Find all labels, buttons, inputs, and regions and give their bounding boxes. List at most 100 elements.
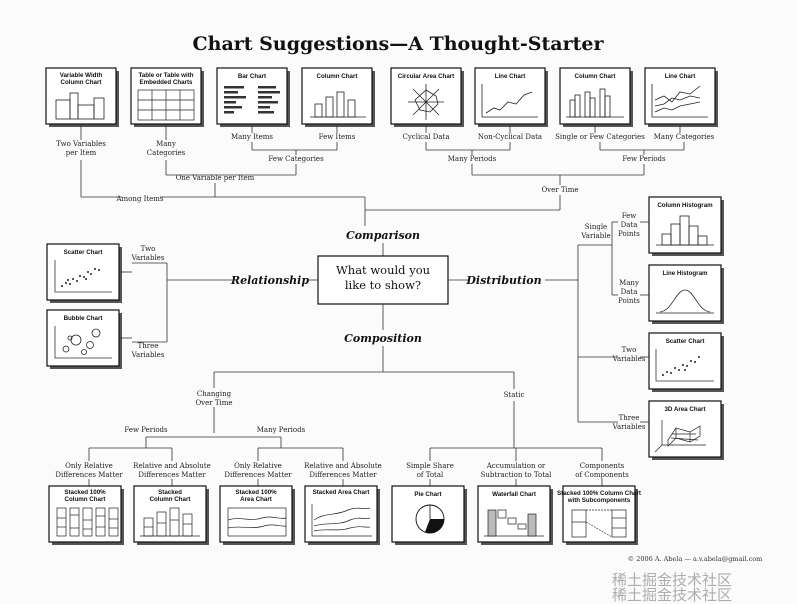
svg-text:Many Periods: Many Periods (257, 426, 306, 434)
svg-text:Waterfall Chart: Waterfall Chart (492, 491, 536, 498)
chart-box-stacked-100-column: Stacked 100%Column Chart (48, 485, 124, 545)
hub-distribution: Distribution (465, 274, 541, 287)
svg-text:Scatter Chart: Scatter Chart (64, 249, 103, 256)
waterfall-icon (484, 509, 544, 537)
variable-width-column-icon (55, 92, 105, 120)
chart-box-line: Line Chart (474, 67, 548, 127)
svg-text:Pie Chart: Pie Chart (414, 491, 441, 498)
svg-text:Bar Chart: Bar Chart (238, 73, 266, 80)
grouped-column-icon (566, 88, 624, 118)
hub-composition: Composition (344, 332, 422, 345)
svg-text:3D Area Chart: 3D Area Chart (664, 406, 705, 413)
svg-text:Column Chart: Column Chart (317, 73, 358, 80)
svg-text:Column Chart: Column Chart (575, 73, 616, 80)
chart-box-pie: Pie Chart (391, 485, 467, 545)
area-3d-icon (654, 420, 706, 453)
subcomponents-icon (571, 509, 627, 538)
chart-box-stacked-100-area: Stacked 100%Area Chart (219, 485, 295, 545)
svg-text:Many Periods: Many Periods (448, 155, 497, 163)
svg-text:Among Items: Among Items (115, 195, 163, 203)
chart-box-column-histogram: Column Histogram (648, 196, 724, 256)
stacked-area-icon (311, 504, 372, 537)
hub-relationship: Relationship (230, 274, 309, 287)
svg-text:Over Time: Over Time (541, 186, 578, 194)
scatter-icon (54, 260, 112, 293)
watermark-2: 稀土掘金技术社区 (612, 586, 732, 604)
bubble-icon (54, 326, 112, 359)
multi-line-icon (651, 84, 708, 118)
chart-box-waterfall: Waterfall Chart (477, 485, 553, 545)
chart-box-line-2: Line Chart (644, 67, 718, 127)
copyright: © 2006 A. Abela — a.v.abela@gmail.com (628, 555, 763, 563)
chart-box-scatter-left: Scatter Chart (46, 243, 122, 303)
pie-icon (415, 504, 445, 534)
svg-text:Line Histogram: Line Histogram (662, 270, 708, 277)
svg-text:Single or Few Categories: Single or Few Categories (555, 133, 645, 141)
line-chart-icon (481, 84, 538, 118)
hub-comparison: Comparison (346, 229, 420, 242)
svg-text:Line Chart: Line Chart (665, 73, 696, 80)
chart-box-circular-area: Circular Area Chart (390, 67, 464, 127)
chart-box-line-histogram: Line Histogram (648, 264, 724, 324)
svg-text:Many Categories: Many Categories (654, 133, 715, 141)
svg-text:Few Items: Few Items (319, 133, 356, 141)
column-chart-icon (310, 91, 366, 118)
page-title: Chart Suggestions—A Thought-Starter (193, 33, 605, 55)
svg-text:Few Periods: Few Periods (124, 426, 168, 434)
svg-text:Bubble Chart: Bubble Chart (64, 315, 103, 322)
svg-text:One Variable per Item: One Variable per Item (176, 174, 255, 182)
scatter-icon-right (655, 349, 714, 382)
svg-text:Stacked 100%Area Chart: Stacked 100%Area Chart (235, 489, 277, 503)
chart-box-bubble: Bubble Chart (46, 309, 122, 369)
table-icon (137, 89, 195, 121)
bar-chart-icon (224, 86, 280, 114)
watermark: 稀土掘金技术社区 (612, 571, 732, 589)
chart-box-stacked-area: Stacked Area Chart (304, 485, 380, 545)
circular-area-icon (408, 84, 444, 120)
stacked-100-column-icon (56, 507, 119, 537)
chart-box-column: Column Chart (301, 67, 375, 127)
svg-text:Column Histogram: Column Histogram (657, 202, 713, 209)
svg-text:Scatter Chart: Scatter Chart (666, 338, 705, 345)
comparison-tree-lines (80, 124, 685, 226)
svg-text:Many Items: Many Items (231, 133, 273, 141)
chart-box-bar: Bar Chart (216, 67, 290, 127)
column-histogram-icon (656, 215, 714, 246)
svg-text:Line Chart: Line Chart (495, 73, 526, 80)
svg-text:Static: Static (504, 391, 525, 399)
chart-box-scatter-right: Scatter Chart (648, 332, 724, 392)
svg-text:Non-Cyclical Data: Non-Cyclical Data (478, 133, 542, 141)
svg-text:Circular Area Chart: Circular Area Chart (398, 73, 455, 80)
stacked-100-area-icon (227, 507, 287, 537)
stacked-column-icon (140, 507, 200, 537)
line-histogram-icon (656, 289, 714, 314)
svg-text:Few Categories: Few Categories (268, 155, 324, 163)
chart-box-column-2: Column Chart (559, 67, 633, 127)
svg-text:Cyclical Data: Cyclical Data (402, 133, 449, 141)
